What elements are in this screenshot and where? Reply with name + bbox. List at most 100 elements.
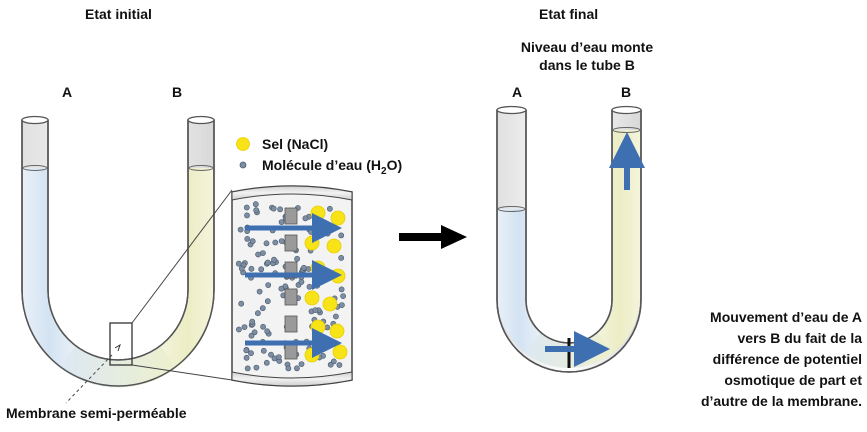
salt-particle [326, 238, 342, 254]
salt-label-text: Sel (NaCl) [262, 136, 329, 152]
water-molecule [264, 298, 271, 305]
initial-title: Etat initial [85, 6, 152, 22]
u-tube-initial [21, 115, 215, 388]
meniscus-b-initial [188, 165, 214, 171]
water-molecule [264, 328, 271, 335]
water-molecule [298, 361, 305, 367]
water-molecule [264, 259, 271, 266]
rise-caption-line-1: Niveau d’eau monte [520, 39, 654, 55]
movement-caption-line-1: Mouvement d’eau de A [710, 309, 862, 325]
water-molecule [324, 230, 331, 237]
water-molecule [258, 266, 265, 273]
water-molecule [314, 282, 320, 289]
water-molecule [244, 235, 251, 242]
water-molecule [263, 359, 270, 366]
salt-particle [322, 296, 338, 312]
water-molecule [270, 205, 277, 212]
water-molecule [340, 293, 346, 299]
u-tube-initial-liquid-a [22, 168, 75, 368]
water-molecule [243, 354, 250, 361]
water-molecule [312, 307, 319, 313]
u-tube-initial-liquid-bend [60, 346, 176, 388]
water-molecule [259, 305, 266, 312]
water-molecule [265, 282, 272, 288]
tube-a-label-initial: A [62, 84, 73, 100]
water-molecule [293, 365, 300, 372]
tube-b-label-initial: B [172, 84, 183, 100]
water-molecule [268, 351, 274, 358]
movement-caption-line-2: vers B du fait de la [737, 330, 862, 346]
water-molecule [238, 300, 245, 307]
salt-particle [310, 319, 326, 335]
rise-caption-line-2: dans le tube B [539, 57, 635, 73]
water-molecule [238, 265, 245, 272]
water-molecule [237, 226, 244, 233]
water-molecule [243, 347, 250, 354]
opening-a-initial [21, 115, 49, 125]
salt-particle [310, 205, 326, 221]
salt-particle [304, 347, 320, 363]
water-molecule [260, 347, 267, 354]
water-molecule [248, 332, 255, 339]
movement-caption-line-3: différence de potentiel [712, 351, 862, 367]
water-molecule [338, 302, 345, 308]
water-molecule [248, 350, 254, 357]
water-molecule [254, 310, 261, 317]
membrane-leader-line [65, 354, 113, 404]
water-molecule [235, 326, 242, 333]
water-molecule [278, 219, 285, 225]
water-molecule [278, 238, 285, 244]
legend-water-label: Molécule d’eau (H2O) [262, 157, 402, 177]
u-tube-initial-liquid-b [161, 168, 214, 368]
final-title: Etat final [539, 6, 599, 22]
water-molecule [241, 324, 248, 330]
water-label-subscript: 2 [381, 165, 387, 177]
water-molecule [306, 283, 313, 290]
water-label-prefix: Molécule d’eau (H [262, 157, 382, 173]
salt-particle [329, 323, 345, 339]
opening-a-final [496, 105, 527, 115]
water-molecule [252, 201, 259, 208]
water-molecule [326, 205, 333, 212]
water-molecule [294, 255, 300, 262]
transition-arrow [399, 225, 467, 249]
water-molecule [277, 206, 283, 213]
salt-particle [330, 268, 346, 284]
u-tube-final-liquid-b [598, 130, 640, 353]
tube-b-label-final: B [621, 84, 632, 100]
water-molecule [260, 323, 266, 330]
water-molecule [249, 238, 256, 245]
water-molecule [330, 358, 337, 365]
water-molecule [255, 251, 261, 258]
legend-water-icon [239, 161, 247, 169]
water-molecule [298, 278, 305, 285]
salt-particle [304, 235, 320, 251]
water-molecule [302, 215, 309, 222]
water-molecule [253, 207, 260, 214]
water-molecule [275, 354, 282, 360]
membrane-label: Membrane semi-perméable [6, 405, 187, 421]
tube-a-label-final: A [512, 84, 523, 100]
water-molecule [338, 286, 345, 293]
water-molecule [235, 260, 242, 267]
water-molecule [338, 254, 345, 261]
water-label-suffix: O) [386, 157, 403, 173]
u-tube-final-liquid-a [498, 209, 540, 353]
legend-salt-icon [236, 137, 250, 151]
water-molecule [272, 239, 279, 246]
water-molecule [332, 313, 339, 320]
water-molecule [336, 362, 343, 368]
water-molecule [256, 288, 263, 295]
opening-b-initial [187, 115, 215, 125]
membrane-zoom-window [109, 322, 133, 366]
water-molecule [244, 365, 251, 372]
water-molecule [244, 212, 250, 219]
water-molecule [326, 225, 332, 232]
water-molecule [253, 364, 260, 371]
water-molecule [285, 365, 292, 372]
salt-particle [304, 290, 320, 306]
u-tube-final [496, 105, 645, 373]
water-molecule [271, 256, 277, 263]
legend-salt-label: Sel (NaCl) [262, 136, 328, 152]
